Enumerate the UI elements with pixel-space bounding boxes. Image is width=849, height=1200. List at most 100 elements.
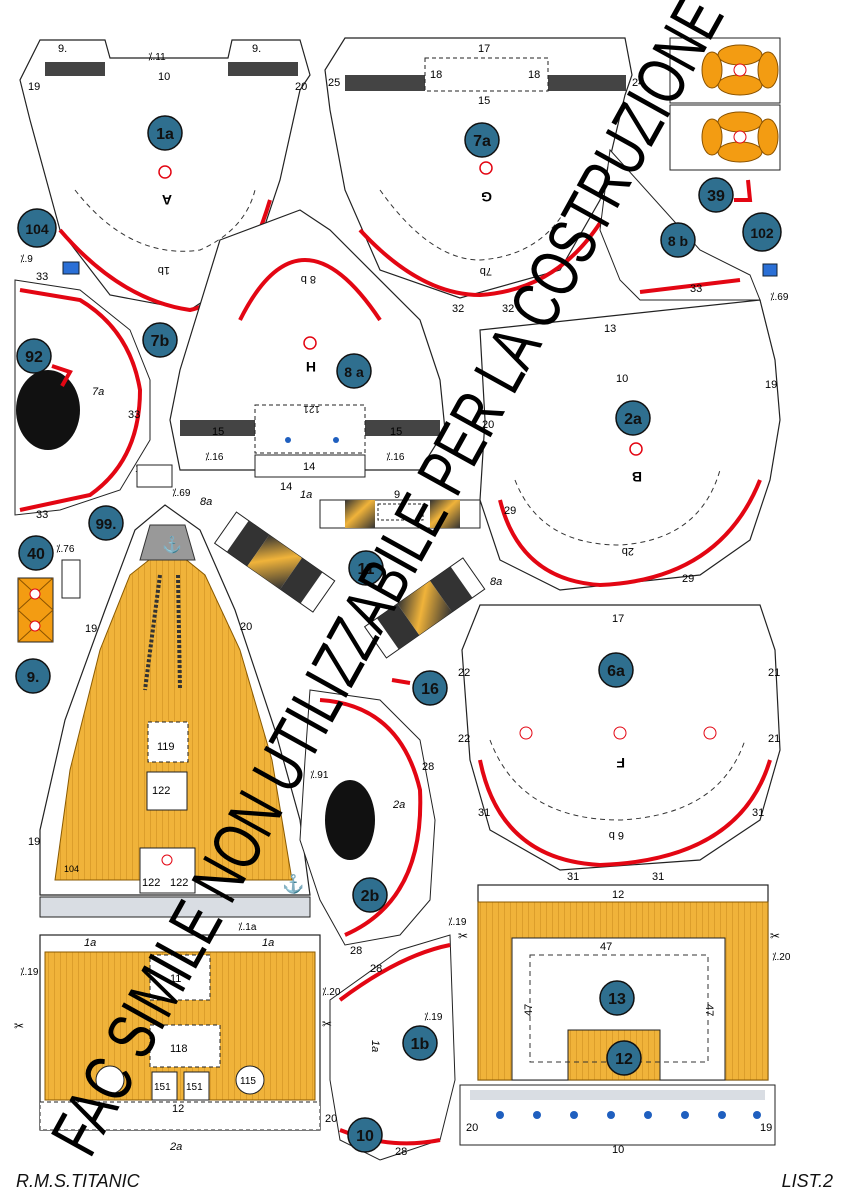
part-13-label-47a: 47 bbox=[600, 941, 612, 953]
part-6a-label-31a: 31 bbox=[478, 807, 490, 819]
small-part-104 bbox=[62, 261, 80, 275]
part-6a-label-17: 17 bbox=[612, 613, 624, 625]
part-6a-label-21a: 21 bbox=[768, 667, 780, 679]
part-1a-label-10: 10 bbox=[158, 71, 170, 83]
svg-text:16: 16 bbox=[421, 681, 439, 698]
part-8a-label-15r: 15 bbox=[390, 426, 402, 438]
svg-text:2b: 2b bbox=[361, 888, 380, 905]
part-7b: 7a 33 33 33 ⁒.9 bbox=[14, 254, 151, 521]
part-6a-label-21b: 21 bbox=[768, 733, 780, 745]
badge-102: 102 bbox=[742, 212, 782, 252]
badge-7a: 7a bbox=[464, 122, 500, 158]
badge-40: 40 bbox=[18, 535, 54, 571]
svg-text:102: 102 bbox=[750, 225, 774, 241]
part-7b-label-33a: 33 bbox=[128, 409, 140, 421]
part-6a-label-31b: 31 bbox=[752, 807, 764, 819]
part-10-label-k19: ⁒.19 bbox=[20, 967, 39, 978]
deck-label-119: 119 bbox=[157, 741, 175, 753]
small-part-40 bbox=[17, 577, 54, 643]
badge-8b: 8 b bbox=[660, 222, 696, 258]
part-7a-label-32a: 32 bbox=[452, 303, 464, 315]
part-1a-sub: 1b bbox=[158, 264, 170, 276]
badge-9: 9. bbox=[15, 658, 51, 694]
part-8a-sub: 8 b bbox=[301, 273, 316, 285]
part-10-label-12: 12 bbox=[172, 1103, 184, 1115]
part-7a-label-24: 24 bbox=[632, 77, 644, 89]
part-7a-label-32b: 32 bbox=[502, 303, 514, 315]
badge-92: 92 bbox=[16, 338, 52, 374]
part-2b: 2a 28 28 ⁒.91 bbox=[299, 689, 436, 957]
part-7a-label-18r: 18 bbox=[528, 69, 540, 81]
part-2b-label-k91: ⁒.91 bbox=[310, 770, 329, 781]
part-7b-label-33b: 33 bbox=[36, 271, 48, 283]
part-1b-label-28b: 28 bbox=[395, 1146, 407, 1158]
funnel-label-9: 9 bbox=[394, 489, 400, 501]
part-6a-label-22a: 22 bbox=[458, 667, 470, 679]
funnel-label-14: 14 bbox=[280, 481, 292, 493]
part-1a-label-19: 19 bbox=[28, 81, 40, 93]
part-6a: F 6 b 17 22 22 21 21 31 31 31 31 bbox=[458, 604, 781, 883]
part-6a-sub: 6 b bbox=[609, 829, 624, 841]
part-2a-sub: 2b bbox=[622, 545, 634, 557]
badge-7b: 7b bbox=[142, 322, 178, 358]
deck-anchor-icon: ⚓ bbox=[282, 873, 304, 894]
part-12-label-19: 19 bbox=[760, 1122, 772, 1134]
badge-13: 13 bbox=[599, 980, 635, 1016]
badge-2b: 2b bbox=[352, 877, 388, 913]
deck-label-104: 104 bbox=[64, 864, 79, 874]
part-10-label-11: 11 bbox=[170, 973, 181, 985]
part-12-label-10: 10 bbox=[612, 1144, 624, 1156]
deck-label-122a: 122 bbox=[152, 785, 170, 797]
badge-10: 10 bbox=[347, 1117, 383, 1153]
part-1a-label-9r: 9. bbox=[252, 43, 261, 55]
part-8a-label-k16l: ⁒.16 bbox=[205, 452, 224, 463]
part-9-deck: ⚓ 119 122 122 122 104 ⚓ 19 19 20 ⁒.1a bbox=[28, 504, 311, 933]
svg-text:12: 12 bbox=[615, 1051, 633, 1068]
part-8b-label-k69: ⁒.69 bbox=[770, 292, 789, 303]
part-6a-label-31c: 31 bbox=[567, 871, 579, 883]
small-part-76 bbox=[61, 559, 81, 599]
part-8a: H 8 b 121 14 15 15 ⁒.16 ⁒.16 bbox=[169, 209, 446, 478]
part-6a-label-31d: 31 bbox=[652, 871, 664, 883]
part-8a-label-14: 14 bbox=[303, 461, 315, 473]
badge-1b: 1b bbox=[402, 1025, 438, 1061]
part-10-label-20: 20 bbox=[325, 1113, 337, 1125]
anchor-icon: ⚓ bbox=[162, 535, 182, 554]
part-1a-label-k11: ⁒.11 bbox=[148, 52, 166, 63]
svg-text:1a: 1a bbox=[156, 126, 174, 143]
part-8a-letter: H bbox=[306, 359, 316, 375]
scissors-icon: ✂ bbox=[458, 929, 468, 943]
funnel-label-8a-r: 8a bbox=[490, 576, 502, 588]
part-1a-letter: A bbox=[162, 192, 172, 208]
part-2a-label-29a: 29 bbox=[504, 505, 516, 517]
part-7a: 17 18 18 15 25 24 G 7b 32 32 bbox=[324, 37, 644, 315]
part-13-label-12: 12 bbox=[612, 889, 624, 901]
part-2a-label-20: 20 bbox=[482, 419, 494, 431]
part-2b-label-2a: 2a bbox=[392, 799, 405, 811]
badge-16: 16 bbox=[412, 670, 448, 706]
badge-2a: 2a bbox=[615, 400, 651, 436]
part-1b-label-1a: 1a bbox=[369, 1040, 381, 1052]
part-12-strip: 10 20 19 bbox=[459, 1084, 776, 1156]
part-10-label-151a: 151 bbox=[154, 1082, 171, 1093]
badge-104: 104 bbox=[17, 208, 57, 248]
part-1b-label-k20: ⁒.20 bbox=[322, 987, 341, 998]
part-8b-label-33: 33 bbox=[690, 283, 702, 295]
part-10-label-151b: 151 bbox=[186, 1082, 203, 1093]
part-13-label-47c: 47 bbox=[703, 1004, 715, 1016]
small-part-102 bbox=[762, 263, 778, 277]
part-2a-label-13: 13 bbox=[604, 323, 616, 335]
sheet-title-right: LIST.2 bbox=[781, 1171, 833, 1191]
svg-text:8 b: 8 b bbox=[668, 233, 688, 249]
part-10-label-115: 115 bbox=[240, 1076, 256, 1087]
badge-8a: 8 a bbox=[336, 353, 372, 389]
part-2b-label-28b: 28 bbox=[350, 945, 362, 957]
deck-label-122c: 122 bbox=[170, 877, 188, 889]
part-8a-label-k16r: ⁒.16 bbox=[386, 452, 405, 463]
part-8a-label-121: 121 bbox=[303, 403, 320, 414]
deck-label-k1a: ⁒.1a bbox=[238, 922, 257, 933]
part-7a-label-17: 17 bbox=[478, 43, 490, 55]
part-7a-letter: G bbox=[481, 189, 492, 205]
part-10-label-1a-l: 1a bbox=[84, 937, 96, 949]
